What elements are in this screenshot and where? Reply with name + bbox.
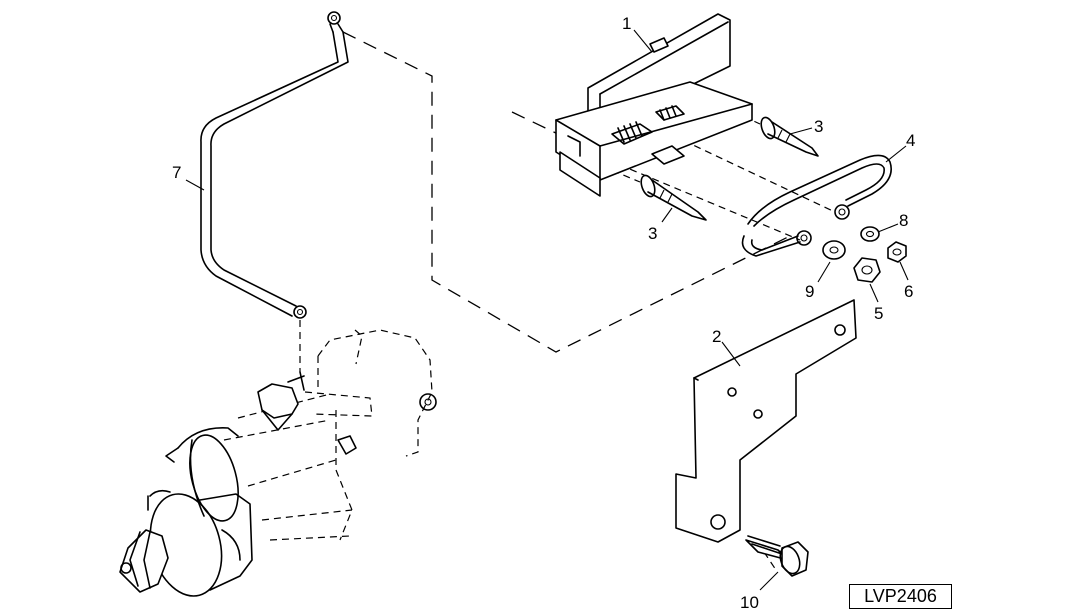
- callout-7: 7: [172, 163, 182, 182]
- fuse-holder: [555, 13, 753, 197]
- callout-10: 10: [740, 593, 759, 612]
- wire-link: [741, 154, 892, 257]
- callout-2: 2: [712, 327, 722, 346]
- callout-3-lower: 3: [648, 224, 658, 243]
- callout-8: 8: [899, 211, 909, 230]
- battery-cable: [200, 11, 349, 319]
- callout-4: 4: [906, 131, 916, 150]
- nut-large: [853, 257, 881, 283]
- starter-motor: [119, 329, 437, 597]
- callout-1: 1: [622, 14, 632, 33]
- callout-6: 6: [904, 282, 914, 301]
- nut-small: [887, 241, 907, 263]
- screw-lower: [640, 174, 707, 221]
- flange-bolt: [745, 535, 809, 577]
- callout-9: 9: [805, 282, 815, 301]
- assembly-guide-lines: [299, 31, 836, 571]
- reference-code: LVP2406: [849, 584, 952, 609]
- lock-washer: [860, 226, 880, 242]
- callout-5: 5: [874, 304, 884, 323]
- leader-lines: [185, 29, 909, 591]
- flat-washer: [822, 240, 846, 260]
- callout-3-upper: 3: [814, 117, 824, 136]
- mounting-bracket: [675, 299, 857, 543]
- screw-upper: [760, 116, 819, 157]
